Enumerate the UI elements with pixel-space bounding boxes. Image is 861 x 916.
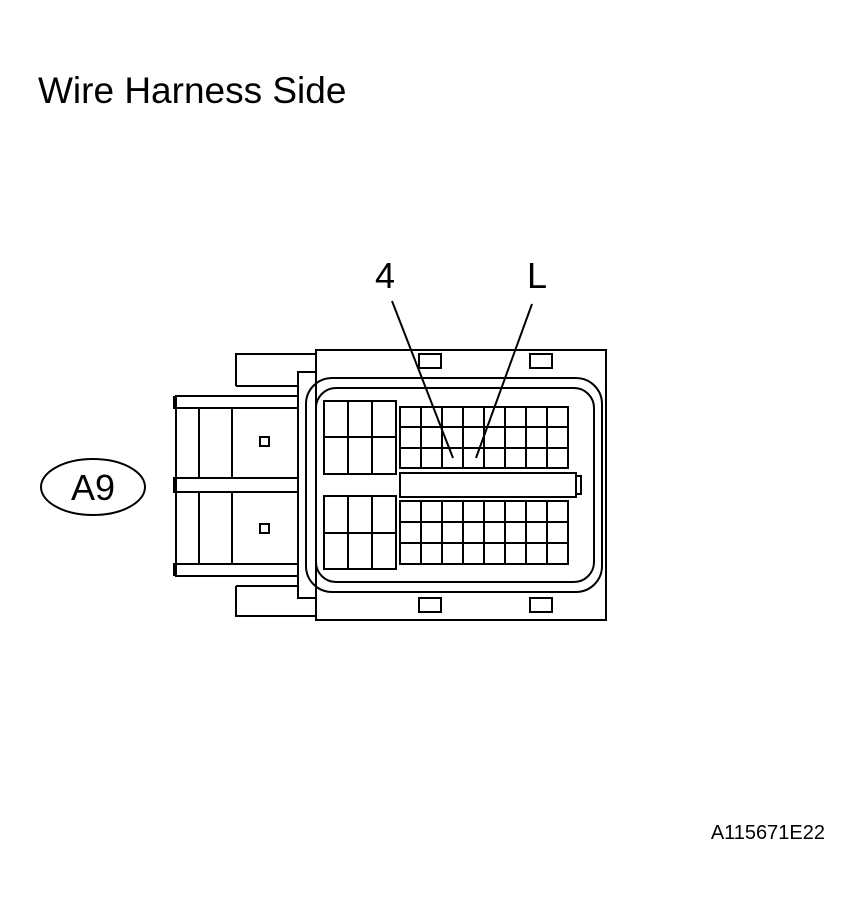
center-rail <box>399 472 582 498</box>
lock-indicator-square <box>259 436 270 447</box>
connector-code-ellipse <box>40 458 146 516</box>
housing-inner <box>315 387 595 583</box>
lock-lever <box>173 395 299 577</box>
leader-line-terminal-L <box>475 303 533 459</box>
figure-id: A115671E22 <box>710 822 825 844</box>
lock-indicator-square <box>259 523 270 534</box>
connector-code-label: A9 <box>71 467 115 508</box>
terminal-block-top-left <box>323 400 397 475</box>
housing-outer <box>305 377 603 593</box>
diagram-title: Wire Harness Side <box>38 70 347 111</box>
terminal-block-bottom-right <box>399 500 569 565</box>
callout-label-4: 4 <box>375 255 395 296</box>
callout-label-L: L <box>527 255 547 296</box>
leader-line-terminal-4 <box>391 300 454 459</box>
locking-tabs <box>418 353 553 613</box>
connector-shell-bottom <box>235 585 607 621</box>
terminal-block-bottom-left <box>323 495 397 570</box>
